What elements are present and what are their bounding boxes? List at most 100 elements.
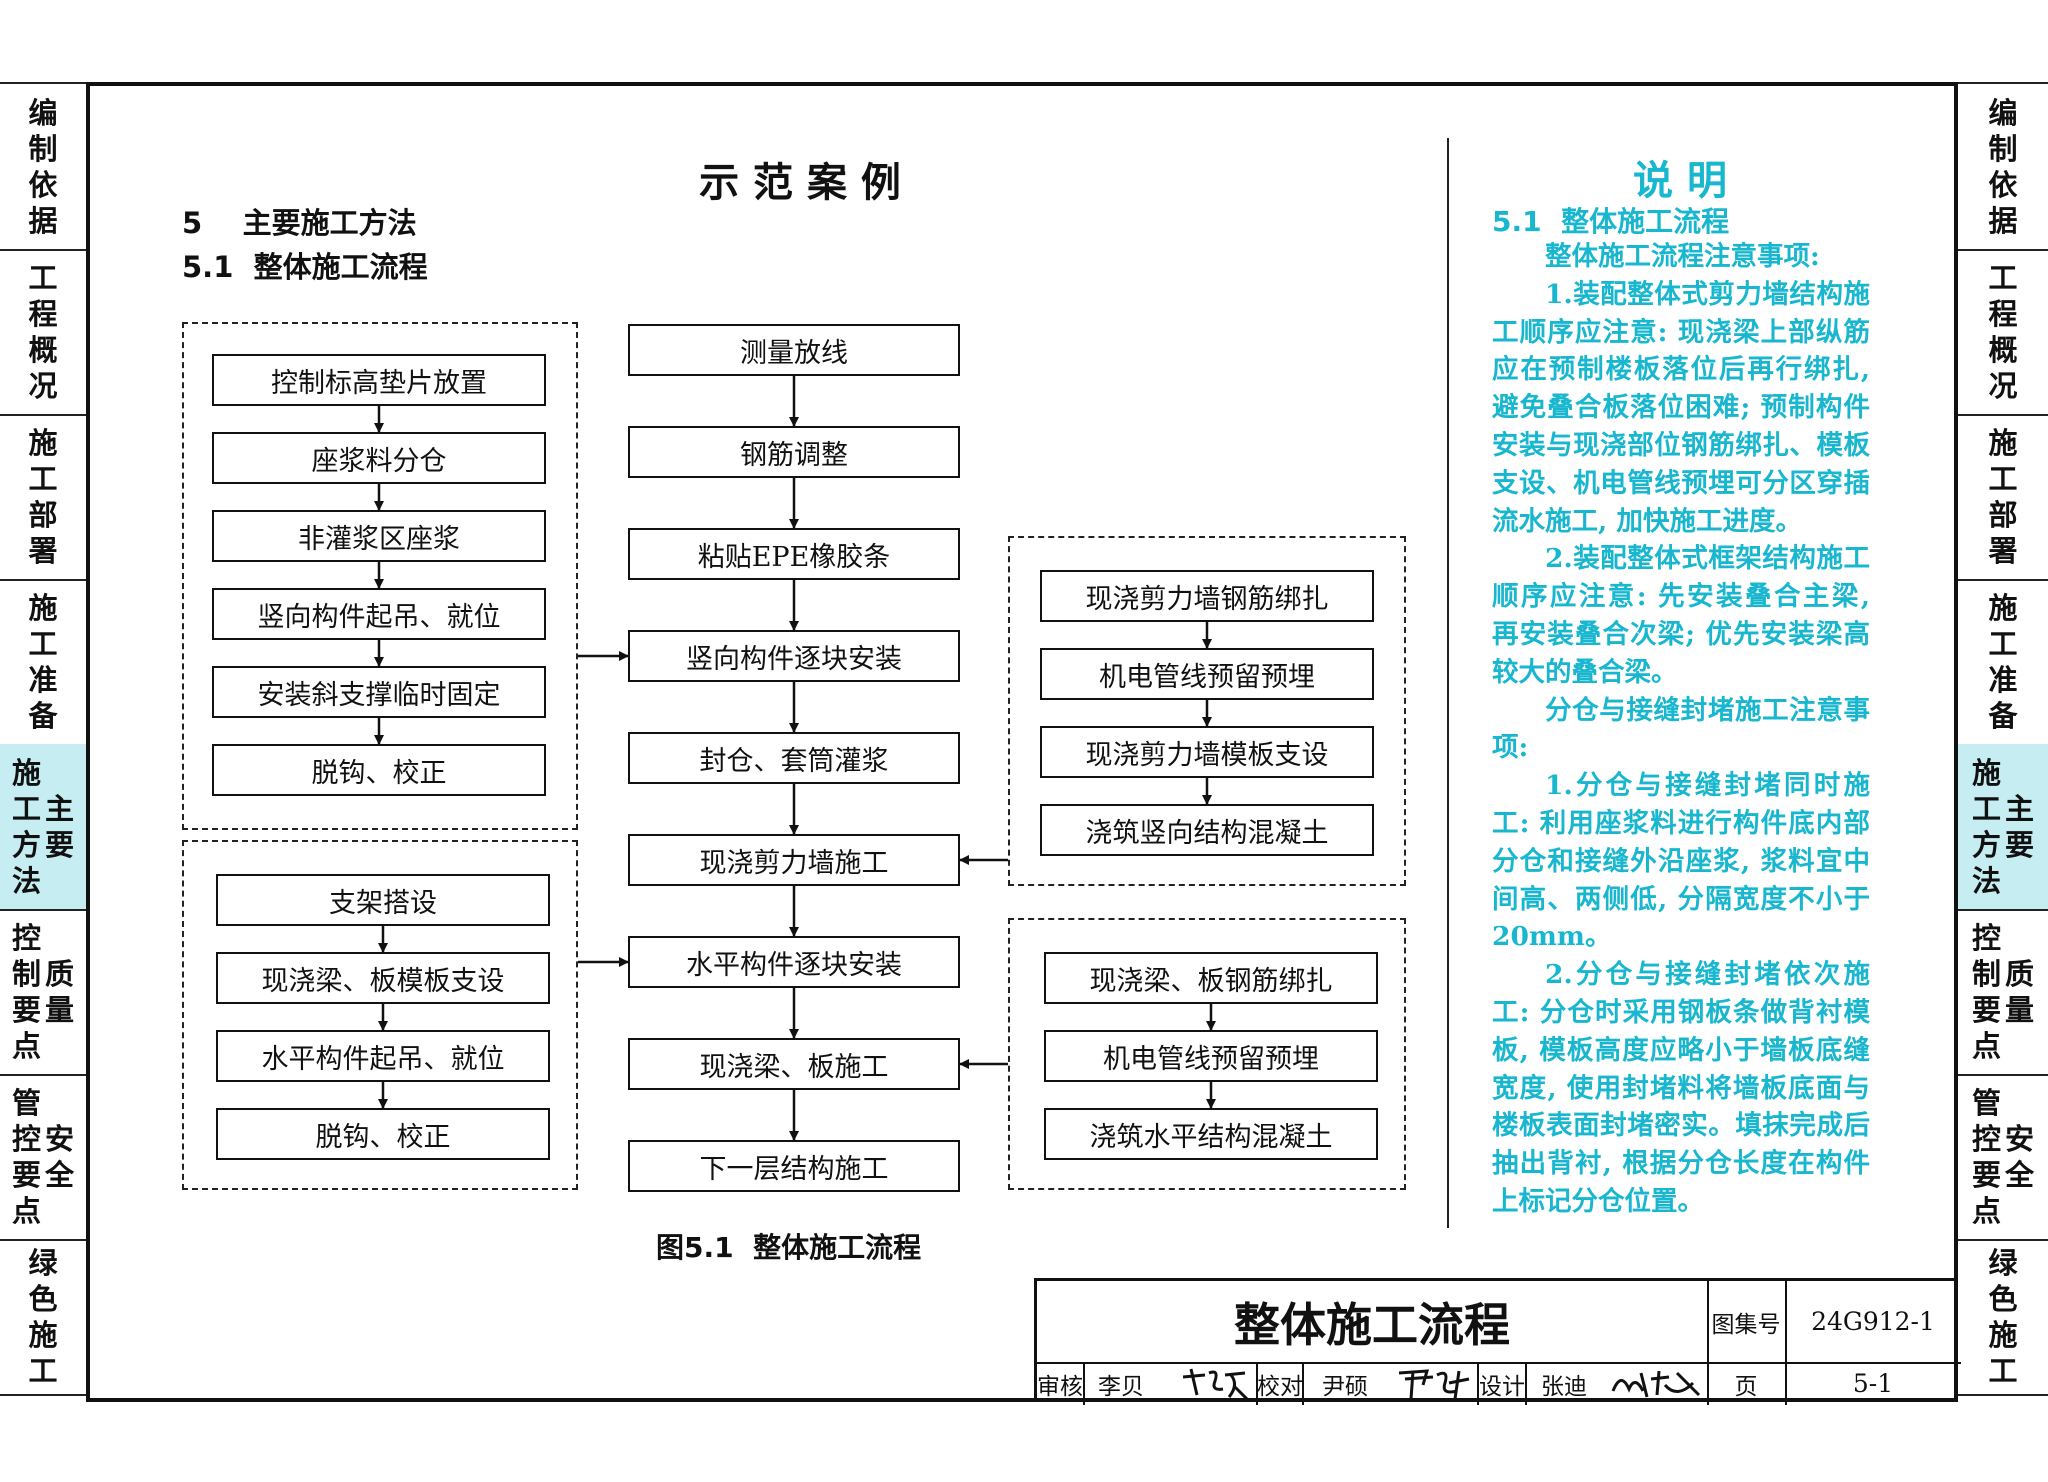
- right-bottom-step: 浇筑水平结构混凝土: [1044, 1108, 1378, 1160]
- center-step: 测量放线: [628, 324, 960, 376]
- checker-signature: [1398, 1369, 1470, 1400]
- notes-body: 整体施工流程注意事项: 1.装配整体式剪力墙结构施工顺序应注意: 现浇梁上部纵筋应…: [1492, 238, 1870, 1221]
- column-divider: [1447, 138, 1449, 1228]
- right-top-step: 现浇剪力墙钢筋绑扎: [1040, 570, 1374, 622]
- right-tab-1[interactable]: 编 制 依 据: [1958, 84, 2048, 251]
- right-bottom-step: 现浇梁、板钢筋绑扎: [1044, 952, 1378, 1004]
- atlas-number: 24G912-1: [1811, 1307, 1935, 1336]
- left-tab-label: 工 程 概 况: [28, 260, 58, 403]
- left-tab-4[interactable]: 施 工 准 备: [0, 579, 86, 746]
- notes-paragraph: 1.分仓与接缝封堵同时施工: 利用座浆料进行构件底内部分仓和接缝外沿座浆, 浆料…: [1492, 770, 1870, 953]
- right-tab-label: 施 工 方 法: [1971, 755, 2001, 898]
- right-tab-label: 管 控 要 点: [1971, 1085, 2001, 1228]
- center-step: 竖向构件逐块安装: [628, 630, 960, 682]
- right-tab-4[interactable]: 施 工 准 备: [1958, 579, 2048, 746]
- notes-paragraph: 整体施工流程注意事项:: [1545, 241, 1820, 272]
- left-tab-label: 管 控 要 点: [11, 1085, 41, 1228]
- right-top-step: 机电管线预留预埋: [1040, 648, 1374, 700]
- right-tab-label: 绿 色 施 工: [1988, 1245, 2018, 1388]
- page-label: 页: [1734, 1373, 1758, 1400]
- center-step: 下一层结构施工: [628, 1140, 960, 1192]
- page-number: 5-1: [1852, 1369, 1894, 1398]
- right-tab-2[interactable]: 工 程 概 况: [1958, 249, 2048, 416]
- center-step: 封仓、套筒灌浆: [628, 732, 960, 784]
- design-label: 设计: [1479, 1373, 1525, 1400]
- right-tab-sublabel: 质 量: [2005, 956, 2035, 1027]
- center-step: 粘贴EPE橡胶条: [628, 528, 960, 580]
- left-tab-2[interactable]: 工 程 概 况: [0, 249, 86, 416]
- atlas-label: 图集号: [1711, 1311, 1781, 1338]
- title-block: 整体施工流程 图集号 24G912-1 审核 李贝 校对 尹硕 设计 张迪 页 …: [1034, 1278, 1961, 1405]
- right-tab-sublabel: 安 全: [2005, 1121, 2035, 1192]
- left-tab-label: 绿 色 施 工: [28, 1245, 58, 1388]
- left-tab-6[interactable]: 控 制 要 点质 量: [0, 909, 86, 1076]
- left-tab-sublabel: 主 要: [45, 791, 75, 862]
- left-tab-label: 施 工 准 备: [28, 590, 58, 733]
- left-tab-column: 编 制 依 据工 程 概 况施 工 部 署施 工 准 备施 工 方 法主 要控 …: [0, 82, 86, 1396]
- right-tab-column: 编 制 依 据工 程 概 况施 工 部 署施 工 准 备施 工 方 法主 要控 …: [1958, 82, 2048, 1396]
- notes-paragraph: 1.装配整体式剪力墙结构施工顺序应注意: 现浇梁上部纵筋应在预制楼板落位后再行绑…: [1492, 278, 1870, 537]
- right-tab-5[interactable]: 施 工 方 法主 要: [1958, 744, 2048, 911]
- group-left-top: [182, 322, 578, 830]
- right-tab-6[interactable]: 控 制 要 点质 量: [1958, 909, 2048, 1076]
- figure-caption: 图5.1 整体施工流程: [656, 1231, 922, 1264]
- left-tab-label: 编 制 依 据: [28, 95, 58, 238]
- left-tab-3[interactable]: 施 工 部 署: [0, 414, 86, 581]
- group-right-top: [1008, 536, 1406, 886]
- right-tab-sublabel: 主 要: [2005, 791, 2035, 862]
- left-top-step: 脱钩、校正: [212, 744, 546, 796]
- left-top-step: 安装斜支撑临时固定: [212, 666, 546, 718]
- right-top-step: 现浇剪力墙模板支设: [1040, 726, 1374, 778]
- section-heading: 5 主要施工方法: [182, 206, 417, 240]
- notes-paragraph: 分仓与接缝封堵施工注意事项:: [1492, 694, 1870, 764]
- right-top-step: 浇筑竖向结构混凝土: [1040, 804, 1374, 856]
- left-tab-sublabel: 安 全: [45, 1121, 75, 1192]
- right-bottom-step: 机电管线预留预埋: [1044, 1030, 1378, 1082]
- left-top-step: 非灌浆区座浆: [212, 510, 546, 562]
- group-right-bottom: [1008, 918, 1406, 1190]
- reviewer-signature: [1182, 1368, 1249, 1401]
- right-tab-3[interactable]: 施 工 部 署: [1958, 414, 2048, 581]
- title-block-title: 整体施工流程: [1234, 1297, 1510, 1352]
- left-tab-8[interactable]: 绿 色 施 工: [0, 1239, 86, 1396]
- right-tab-label: 施 工 准 备: [1988, 590, 2018, 733]
- right-tab-label: 编 制 依 据: [1988, 95, 2018, 238]
- left-tab-5[interactable]: 施 工 方 法主 要: [0, 744, 86, 911]
- drawing-frame: [86, 82, 1958, 1402]
- designer-signature: [1611, 1370, 1701, 1398]
- right-tab-label: 控 制 要 点: [1971, 920, 2001, 1063]
- center-step: 现浇剪力墙施工: [628, 834, 960, 886]
- notes-paragraph: 2.分仓与接缝封堵依次施工: 分仓时采用钢板条做背衬模板, 模板高度应略小于墙板…: [1492, 959, 1870, 1217]
- center-step: 钢筋调整: [628, 426, 960, 478]
- left-tab-sublabel: 质 量: [45, 956, 75, 1027]
- notes-heading: 5.1 整体施工流程: [1492, 205, 1730, 238]
- designer-name: 张迪: [1541, 1373, 1587, 1400]
- left-tab-label: 施 工 部 署: [28, 425, 58, 568]
- checker-name: 尹硕: [1322, 1373, 1368, 1400]
- left-top-step: 控制标高垫片放置: [212, 354, 546, 406]
- group-left-bottom: [182, 840, 578, 1190]
- left-tab-label: 控 制 要 点: [11, 920, 41, 1063]
- left-bottom-step: 支架搭设: [216, 874, 550, 926]
- left-tab-label: 施 工 方 法: [11, 755, 41, 898]
- left-top-step: 竖向构件起吊、就位: [212, 588, 546, 640]
- check-label: 校对: [1257, 1373, 1303, 1400]
- left-bottom-step: 脱钩、校正: [216, 1108, 550, 1160]
- left-top-step: 座浆料分仓: [212, 432, 546, 484]
- left-tab-1[interactable]: 编 制 依 据: [0, 84, 86, 251]
- right-tab-label: 施 工 部 署: [1988, 425, 2018, 568]
- reviewer-name: 李贝: [1098, 1373, 1144, 1400]
- center-step: 水平构件逐块安装: [628, 936, 960, 988]
- review-label: 审核: [1037, 1373, 1083, 1400]
- subsection-heading: 5.1 整体施工流程: [182, 250, 428, 284]
- left-bottom-step: 现浇梁、板模板支设: [216, 952, 550, 1004]
- center-step: 现浇梁、板施工: [628, 1038, 960, 1090]
- right-tab-8[interactable]: 绿 色 施 工: [1958, 1239, 2048, 1396]
- right-tab-7[interactable]: 管 控 要 点安 全: [1958, 1074, 2048, 1241]
- notes-paragraph: 2.装配整体式框架结构施工顺序应注意: 先安装叠合主梁, 再安装叠合次梁; 优先…: [1492, 543, 1870, 688]
- left-bottom-step: 水平构件起吊、就位: [216, 1030, 550, 1082]
- left-tab-7[interactable]: 管 控 要 点安 全: [0, 1074, 86, 1241]
- page-title: 示 范 案 例: [699, 160, 901, 206]
- right-tab-label: 工 程 概 况: [1988, 260, 2018, 403]
